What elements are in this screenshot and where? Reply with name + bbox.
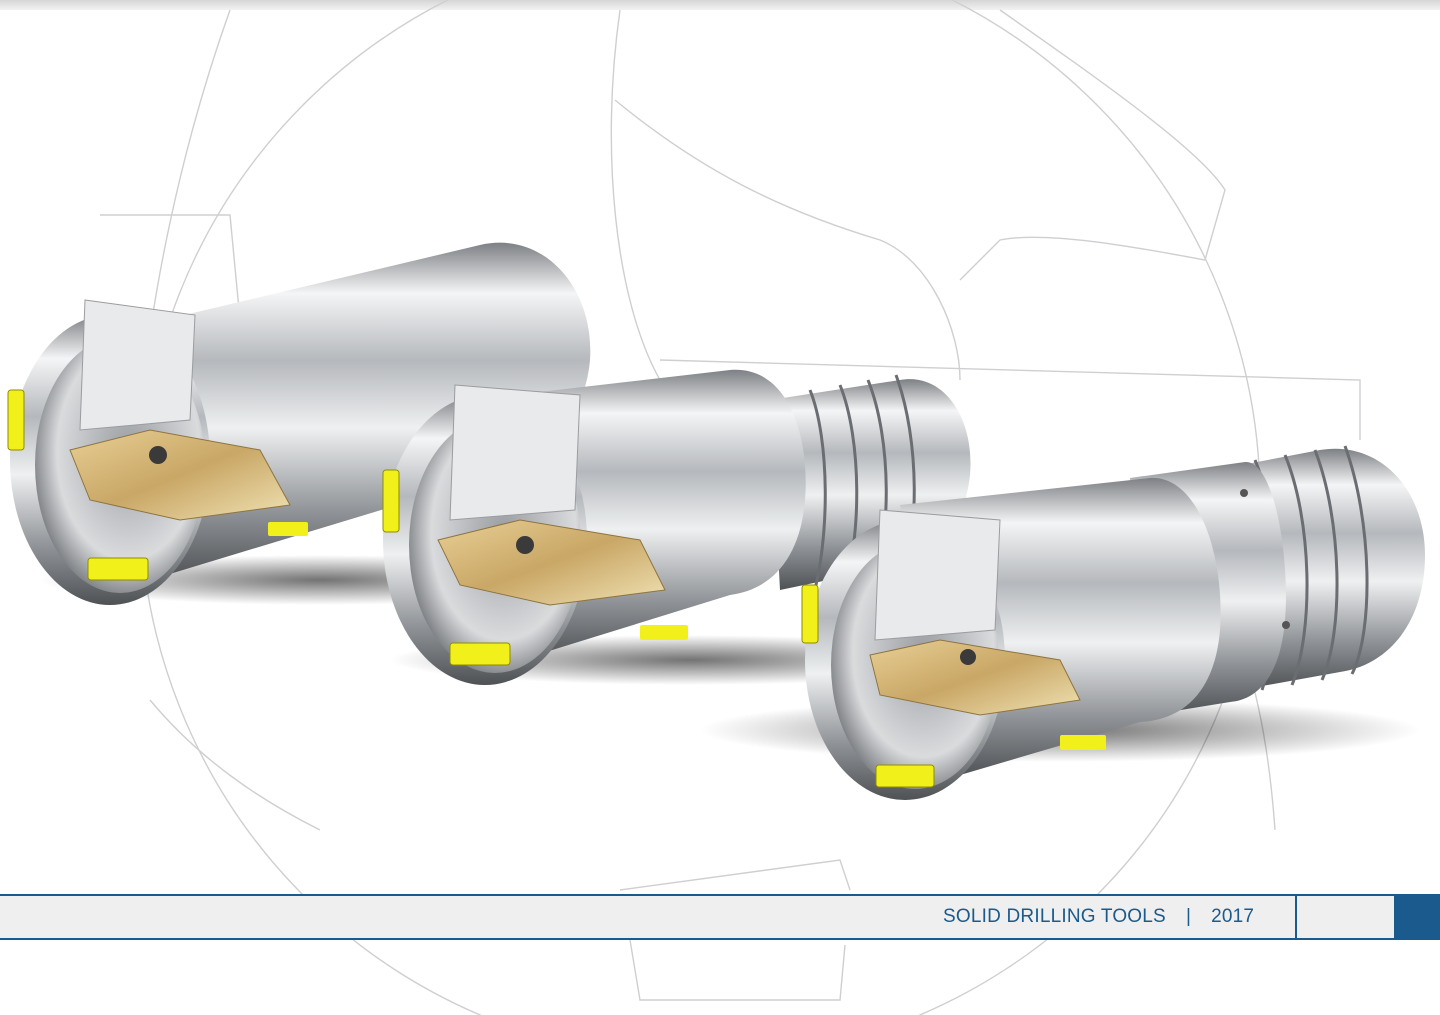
footer-bar: SOLID DRILLING TOOLS | 2017 xyxy=(0,894,1440,940)
footer-separator: | xyxy=(1185,906,1192,927)
footer-divider xyxy=(1295,896,1297,938)
drilling-tool-3 xyxy=(700,445,1425,800)
footer-title: SOLID DRILLING TOOLS xyxy=(943,906,1166,927)
footer-year: 2017 xyxy=(1211,906,1255,927)
top-gradient-band xyxy=(0,0,1440,10)
footer-accent-tab xyxy=(1394,894,1440,940)
footer-caption: SOLID DRILLING TOOLS | 2017 xyxy=(943,896,1254,938)
